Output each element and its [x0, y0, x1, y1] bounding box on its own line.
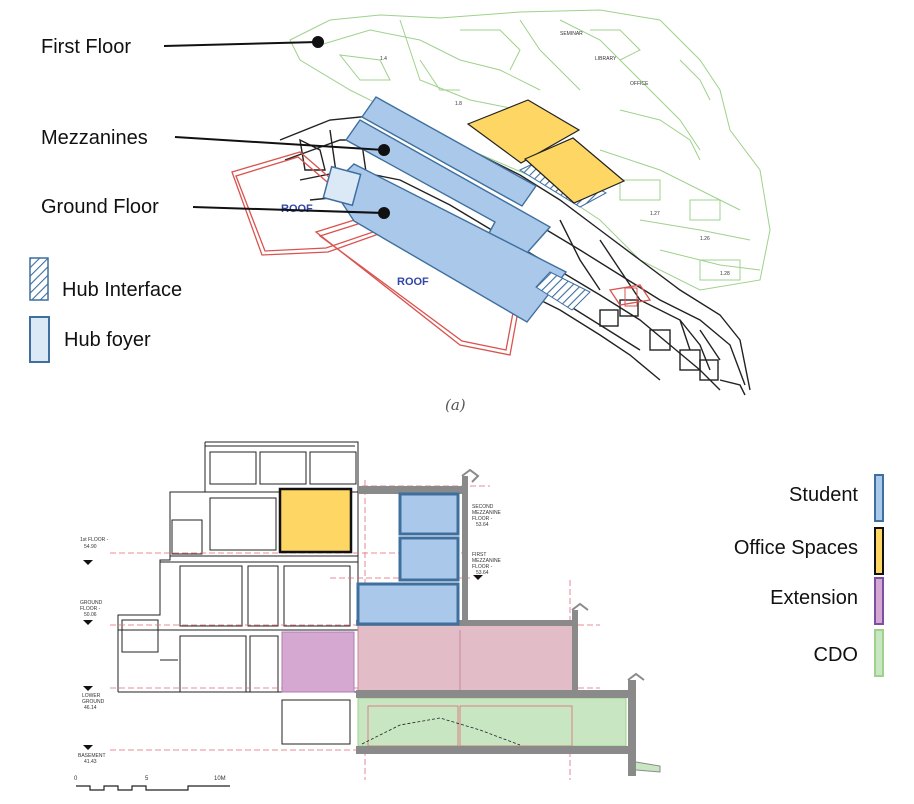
extension-purple-room: [281, 631, 355, 693]
axonometric-plan: SEMINAR LIBRARY OFFICE 1.27 1.26 1.28 1.…: [29, 9, 771, 414]
level-text-left: 1st FLOOR - 54.90 GROUND FLOOR - 50.06 L…: [78, 537, 109, 765]
scale-label-0: 0: [74, 776, 78, 782]
roof-label-2: ROOF: [397, 276, 429, 288]
level-basement-line1: BASEMENT: [78, 753, 106, 759]
svg-text:1.28: 1.28: [720, 271, 730, 277]
first-floor-room-text: SEMINAR LIBRARY OFFICE 1.27 1.26 1.28 1.…: [380, 31, 730, 277]
section-legend: Student Office Spaces Extension CDO: [734, 474, 884, 677]
wall-cap-top: [461, 468, 480, 483]
level-first-mezz-line2: MEZZANINE: [472, 558, 502, 564]
level-second-mezz-line4: 53.64: [476, 522, 489, 528]
legend-hub-foyer: Hub foyer: [64, 329, 151, 351]
roof-label-1: ROOF: [281, 203, 313, 215]
legend-hub-interface: Hub Interface: [62, 279, 182, 301]
level-lower-line1: LOWER: [82, 693, 101, 699]
legend-swatch-extension: [874, 577, 884, 625]
level-ground-line2: FLOOR -: [80, 606, 101, 612]
extension-pink-hall: [357, 623, 574, 693]
plan-legend: Hub Interface Hub foyer: [29, 257, 208, 363]
level-second-mezz-line1: SECOND: [472, 504, 494, 510]
level-first-mezz-line3: FLOOR -: [472, 564, 493, 570]
ground-floor-foyer-strip: [330, 163, 568, 323]
legend-swatch-hub-foyer: [29, 316, 50, 363]
student-box-middle: [398, 536, 460, 582]
level-ground-line1: GROUND: [80, 600, 103, 606]
level-markers: [83, 560, 483, 750]
label-first-floor: First Floor: [41, 36, 131, 58]
level-basement-line2: 41.43: [84, 759, 97, 765]
svg-text:1.4: 1.4: [380, 56, 387, 62]
wall-foot: [635, 761, 661, 773]
red-detail: [624, 287, 638, 307]
legend-clip-mask: [58, 297, 208, 305]
office-square-upper: [466, 99, 581, 164]
office-square-lower: [523, 137, 626, 204]
scale-bar: 0 5 10M: [74, 776, 230, 791]
caption-a: (a): [445, 396, 466, 414]
wall-cap-mid: [571, 602, 589, 611]
scale-label-5: 5: [145, 776, 149, 782]
level-second-mezz-line2: MEZZANINE: [472, 510, 502, 516]
legend-office: Office Spaces: [734, 537, 858, 559]
label-mezzanines: Mezzanines: [41, 127, 148, 149]
level-lower-line3: 46.14: [84, 705, 97, 711]
svg-text:SEMINAR: SEMINAR: [560, 31, 583, 37]
structure-walls: [356, 476, 636, 776]
label-ground-floor: Ground Floor: [41, 196, 159, 218]
legend-cdo: CDO: [814, 644, 858, 666]
leader-lines: [163, 36, 390, 219]
level-first-mezz-line4: 53.64: [476, 570, 489, 576]
wall-cap-low: [627, 672, 645, 681]
student-box-upper: [398, 492, 460, 536]
office-spaces-box: [278, 487, 353, 554]
level-ground-line3: 50.06: [84, 612, 97, 618]
level-text-right: SECOND MEZZANINE FLOOR - 53.64 FIRST MEZ…: [472, 504, 502, 576]
legend-swatch-hub-interface: [29, 257, 49, 301]
svg-text:OFFICE: OFFICE: [630, 81, 649, 87]
svg-text:1.27: 1.27: [650, 211, 660, 217]
svg-text:1.26: 1.26: [700, 236, 710, 242]
legend-student: Student: [789, 484, 858, 506]
legend-swatch-office: [874, 527, 884, 575]
scale-label-10m: 10M: [214, 776, 226, 782]
cdo-green-area: [357, 697, 627, 747]
level-second-mezz-line3: FLOOR -: [472, 516, 493, 522]
legend-swatch-cdo: [874, 629, 884, 677]
student-box-lower: [356, 582, 460, 626]
legend-extension: Extension: [770, 587, 858, 609]
level-first-mezz-line1: FIRST: [472, 552, 486, 558]
level-first-floor-line1: 1st FLOOR -: [80, 537, 109, 543]
mezzanine-strips: [330, 96, 568, 323]
level-lower-line2: GROUND: [82, 699, 105, 705]
building-section: 1st FLOOR - 54.90 GROUND FLOOR - 50.06 L…: [74, 441, 884, 791]
legend-swatch-student: [874, 474, 884, 522]
existing-building-outline: [117, 441, 359, 745]
hub-foyer-box: [322, 165, 362, 207]
level-first-floor-line2: 54.90: [84, 544, 97, 550]
mezzanine-upper-strip: [360, 96, 538, 207]
svg-text:LIBRARY: LIBRARY: [595, 56, 617, 62]
hub-interface-lower: [535, 271, 591, 311]
svg-text:1.8: 1.8: [455, 101, 462, 107]
